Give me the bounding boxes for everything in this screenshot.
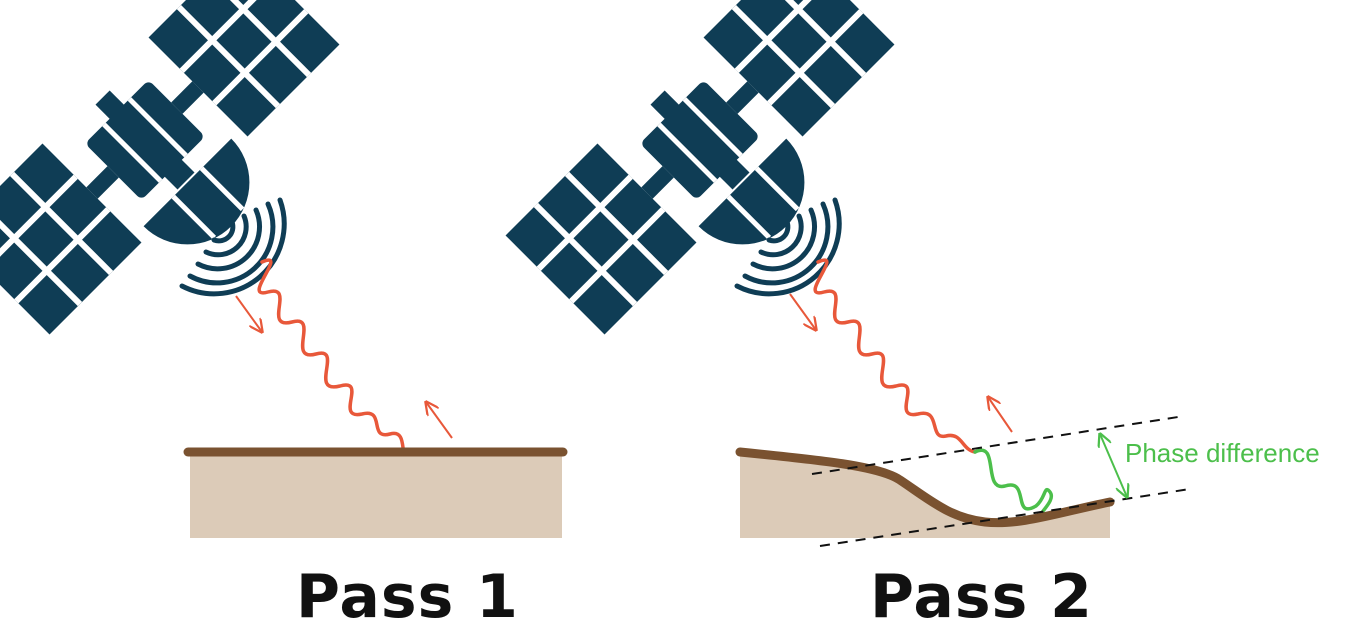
pass1-satellite — [0, 0, 376, 371]
pass2-incoming-arrow — [789, 293, 816, 330]
pass2-ground-surface — [735, 447, 1115, 528]
pass1-ground — [190, 452, 562, 538]
pass2-label: Pass 2 — [870, 562, 1093, 632]
pass2-return-arrow — [988, 397, 1013, 433]
pass1-label: Pass 1 — [296, 562, 519, 632]
phase-difference-label: Phase difference — [1125, 438, 1320, 468]
pass2-ground — [740, 452, 1110, 538]
phase-difference-arrow — [1100, 434, 1127, 497]
pass1-return-arrow — [426, 402, 453, 439]
pass1-incoming-arrow — [235, 295, 262, 332]
pass2-signal-wave — [813, 258, 977, 454]
pass1-signal-wave — [257, 258, 406, 456]
pass2-satellite — [506, 0, 932, 371]
pass2-phase-wave — [973, 448, 1054, 516]
phase-reference-line-upper — [811, 416, 1179, 475]
